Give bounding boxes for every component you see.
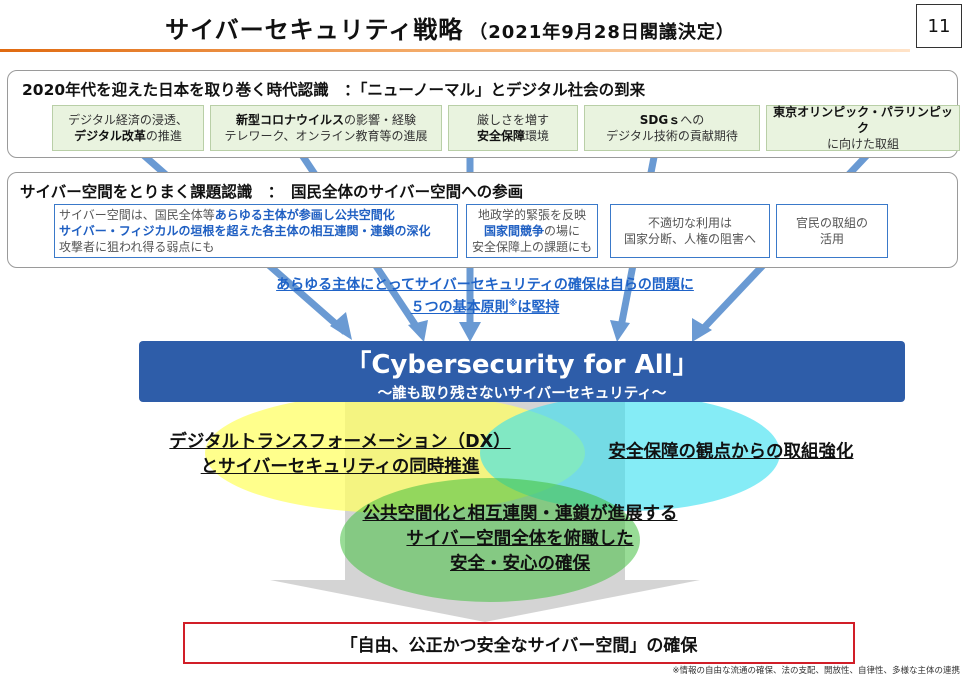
title-main: サイバーセキュリティ戦略 xyxy=(165,16,464,44)
page-title: サイバーセキュリティ戦略（2021年9月28日閣議決定） xyxy=(0,10,900,45)
cybersecurity-for-all-banner: 「Cybersecurity for All」 ～誰も取り残さないサイバーセキュ… xyxy=(139,341,905,402)
era-panel-title: 2020年代を迎えた日本を取り巻く時代認識 ：「ニューノーマル」とデジタル社会の… xyxy=(22,81,646,99)
era-box-text: テレワーク、オンライン教育等の進展 xyxy=(224,129,428,143)
era-box-covid: 新型コロナウイルスの影響・経験テレワーク、オンライン教育等の進展 xyxy=(210,105,442,151)
pillar-dx-line-2: とサイバーセキュリティの同時推進 xyxy=(200,457,480,477)
banner-subtitle: ～誰も取り残さないサイバーセキュリティ～ xyxy=(377,386,667,402)
era-box-text: 厳しさを増す xyxy=(476,113,549,127)
era-box-text: に向けた取組 xyxy=(826,137,899,151)
issue-text: 官民の取組の xyxy=(795,216,868,230)
issue-box-geopolitics: 地政学的緊張を反映国家間競争の場に安全保障上の課題にも xyxy=(466,204,598,258)
pillar-public-line-2: サイバー空間全体を俯瞰した xyxy=(406,529,634,549)
era-box-bold: 東京オリンピック・パラリンピック xyxy=(773,105,953,135)
era-box-sdgs: SDGｓへのデジタル技術の貢献期待 xyxy=(584,105,760,151)
pillar-public-line-1: 公共空間化と相互連関・連鎖が進展する xyxy=(362,504,678,524)
issue-box-public-space: サイバー空間は、国民全体等あらゆる主体が参画し公共空間化 サイバー・フィジカルの… xyxy=(54,204,458,258)
basic-principle-statement: あらゆる主体にとってサイバーセキュリティの確保は自らの問題に ５つの基本原則※は… xyxy=(160,276,810,318)
page-number: 11 xyxy=(916,4,962,48)
goal-box: 「自由、公正かつ安全なサイバー空間」の確保 xyxy=(183,622,855,664)
security-circle xyxy=(480,395,780,511)
issue-text: 攻撃者に狙われ得る弱点にも xyxy=(59,240,215,254)
era-box-text: デジタル技術の貢献期待 xyxy=(606,129,738,143)
era-box-bold: 新型コロナウイルス xyxy=(235,113,344,127)
pillar-public-space: 公共空間化と相互連関・連鎖が進展する サイバー空間全体を俯瞰した 安全・安心の確… xyxy=(300,502,740,577)
principle-line-2: ５つの基本原則※は堅持 xyxy=(160,295,810,318)
principle-text: は堅持 xyxy=(517,299,560,316)
era-box-text: の影響・経験 xyxy=(343,113,416,127)
footnote: ※情報の自由な流通の確保、法の支配、開放性、自律性、多様な主体の連携 xyxy=(672,666,960,676)
issue-text: サイバー空間は、国民全体等 xyxy=(59,208,215,222)
issue-box-public-private: 官民の取組の活用 xyxy=(776,204,888,258)
era-box-olympics: 東京オリンピック・パラリンピックに向けた取組 xyxy=(766,105,960,151)
era-box-digital: デジタル経済の浸透、デジタル改革の推進 xyxy=(52,105,204,151)
issue-box-misuse: 不適切な利用は国家分断、人権の阻害へ xyxy=(610,204,770,258)
title-underline xyxy=(0,49,910,52)
issue-highlight: あらゆる主体が参画し公共空間化 xyxy=(214,208,395,222)
pillar-dx-line-1: デジタルトランスフォーメーション（DX） xyxy=(169,432,511,452)
title-date: （2021年9月28日閣議決定） xyxy=(469,22,735,43)
era-box-bold: SDGｓ xyxy=(639,113,681,127)
issue-text: 活用 xyxy=(819,232,844,246)
pillar-public-line-3: 安全・安心の確保 xyxy=(450,554,590,574)
banner-title: 「Cybersecurity for All」 xyxy=(345,350,699,380)
era-box-text: 環境 xyxy=(525,129,550,143)
issue-highlight: サイバー・フィジカルの垣根を超えた各主体の相互連関・連鎖の深化 xyxy=(59,224,431,238)
era-box-bold: 安全保障 xyxy=(476,129,525,143)
issue-text: の場に xyxy=(543,224,580,238)
era-box-text: の推進 xyxy=(145,129,182,143)
principle-line-1: あらゆる主体にとってサイバーセキュリティの確保は自らの問題に xyxy=(276,277,694,293)
era-box-text: デジタル経済の浸透、 xyxy=(68,113,188,127)
issue-text: 地政学的緊張を反映 xyxy=(477,208,586,222)
issue-text: 国家分断、人権の阻害へ xyxy=(623,232,756,246)
issue-text: 安全保障上の課題にも xyxy=(471,240,592,254)
issue-text: 不適切な利用は xyxy=(647,216,732,230)
era-box-text: への xyxy=(680,113,705,127)
issue-highlight: 国家間競争 xyxy=(483,224,544,238)
footnote-mark: ※ xyxy=(508,299,518,309)
public-circle xyxy=(340,478,640,602)
principle-text: ５つの基本原則 xyxy=(410,299,509,316)
pillar-dx: デジタルトランスフォーメーション（DX） とサイバーセキュリティの同時推進 xyxy=(150,430,530,480)
pillar-security: 安全保障の観点からの取組強化 xyxy=(608,442,854,462)
era-box-security: 厳しさを増す安全保障環境 xyxy=(448,105,578,151)
issue-panel-title: サイバー空間をとりまく課題認識 ： 国民全体のサイバー空間への参画 xyxy=(20,183,524,201)
era-box-bold: デジタル改革 xyxy=(74,129,146,143)
arrow-heads xyxy=(330,312,712,342)
